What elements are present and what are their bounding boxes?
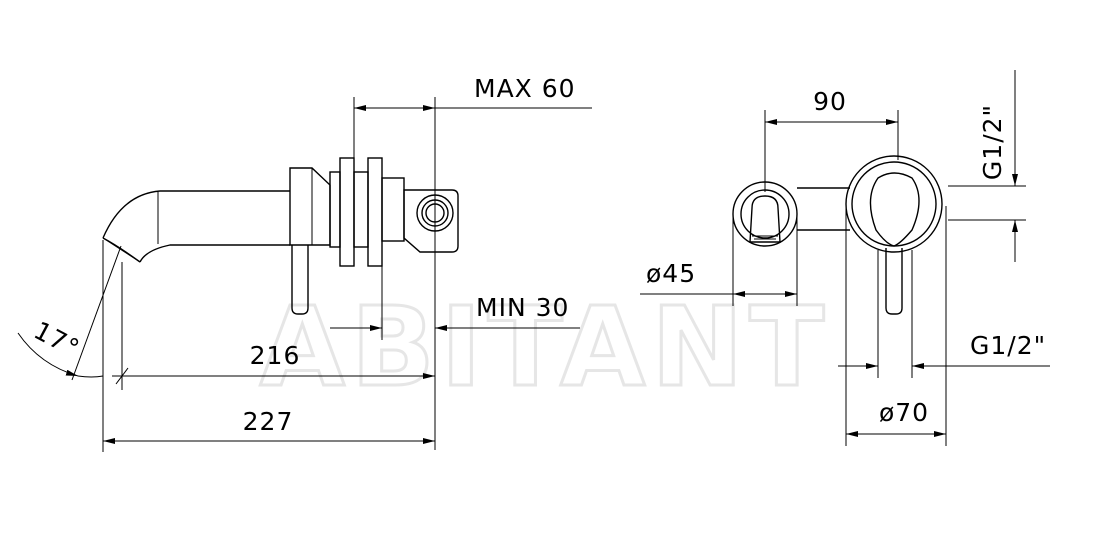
- spout-aerator: [752, 235, 778, 240]
- label-227: 227: [243, 407, 294, 436]
- label-216: 216: [250, 341, 301, 370]
- dim-angle-arc-end: [77, 375, 104, 378]
- side-view: MAX 60 MIN 30 216 227 17°: [17, 74, 592, 452]
- back-connector: [403, 189, 459, 253]
- lever-handle: [291, 245, 309, 315]
- label-90: 90: [813, 87, 847, 116]
- label-d70: ø70: [879, 398, 929, 427]
- tick-216: [115, 367, 129, 385]
- spout-outlet: [102, 237, 141, 263]
- ext-line-angle: [71, 245, 122, 381]
- valve-cartridge: [381, 177, 405, 242]
- handle-escutcheon-inner: [851, 161, 937, 247]
- flange-spacer: [353, 171, 369, 248]
- label-min-30: MIN 30: [476, 293, 569, 322]
- label-max-60: MAX 60: [474, 74, 576, 103]
- handle-knob: [869, 172, 920, 247]
- spout-front: [749, 195, 781, 243]
- flange-plate-2: [367, 157, 383, 267]
- label-g-bottom: G1/2": [970, 331, 1046, 360]
- flange-plate-1: [339, 157, 355, 267]
- label-angle: 17°: [29, 316, 84, 364]
- spout-escutcheon-inner: [740, 189, 790, 239]
- label-d45: ø45: [646, 259, 696, 288]
- valve-body: [289, 167, 331, 246]
- handle-escutcheon-outer: [845, 155, 943, 253]
- flange-inner: [329, 171, 341, 248]
- watermark-text: ABITANT: [260, 283, 831, 411]
- dim-angle-arc: [17, 332, 79, 377]
- spout-outline: [102, 190, 290, 263]
- label-g-top: G1/2": [978, 104, 1007, 180]
- front-view: 90 G1/2" ø45 G1/2" ø70: [640, 70, 1050, 446]
- front-lever: [885, 248, 903, 315]
